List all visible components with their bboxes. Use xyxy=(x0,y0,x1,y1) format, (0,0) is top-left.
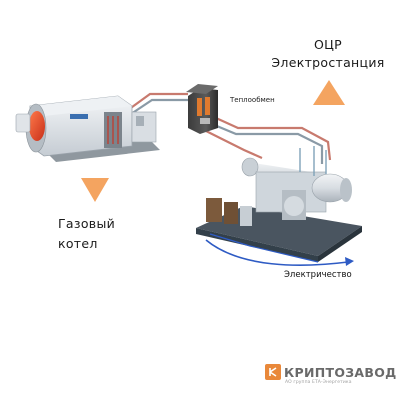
heat-exchanger-unit xyxy=(186,84,218,134)
electricity-label: Электричество xyxy=(284,270,352,280)
heat-exchanger-label: Теплообмен xyxy=(230,96,275,104)
orc-label-line2: Электростанция xyxy=(271,55,385,70)
gas-boiler-label: Газовый котел xyxy=(58,214,138,254)
brand-plate xyxy=(70,114,88,119)
orc-station-label: ОЦР Электростанция xyxy=(258,36,398,72)
boiler-label-line2: котел xyxy=(58,236,98,251)
orc-station-unit xyxy=(196,146,362,263)
kriptozavod-logo: КРИПТОЗАВОД АО группа ЕТА-Энергетика xyxy=(264,362,396,392)
burner-icon xyxy=(29,111,45,141)
orc-label-line1: ОЦР xyxy=(314,37,342,52)
triangle-up-icon xyxy=(313,80,345,105)
gas-boiler-unit xyxy=(15,95,160,162)
kriptozavod-logo-icon xyxy=(265,364,281,380)
electricity-arrow-icon xyxy=(205,239,354,266)
triangle-down-icon xyxy=(81,178,109,202)
boiler-label-line1: Газовый xyxy=(58,216,116,231)
logo-name: КРИПТОЗАВОД xyxy=(284,365,397,380)
pipes xyxy=(127,92,332,164)
logo-subtitle: АО группа ЕТА-Энергетика xyxy=(285,380,352,385)
